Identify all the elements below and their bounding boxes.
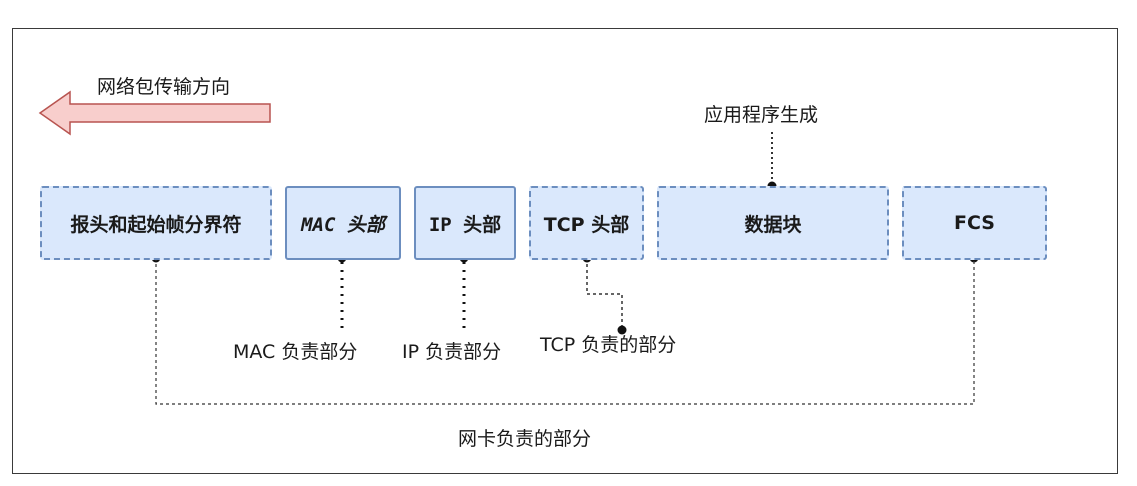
preamble-sfd-box: 报头和起始帧分界符 — [40, 186, 272, 260]
tcp-annotation: TCP 负责的部分 — [540, 334, 677, 356]
direction-label: 网络包传输方向 — [97, 76, 231, 98]
app-label: 应用程序生成 — [704, 104, 819, 126]
nic-connector — [155, 258, 975, 405]
data-block-box: 数据块 — [657, 186, 889, 260]
ip-annotation: IP 负责部分 — [402, 341, 502, 363]
nic-annotation: 网卡负责的部分 — [458, 428, 592, 450]
mac-annotation: MAC 负责部分 — [233, 341, 358, 363]
direction-arrow — [38, 90, 271, 136]
ip-header-box: IP 头部 — [414, 186, 516, 260]
tcp-header-box: TCP 头部 — [529, 186, 644, 260]
fcs-box: FCS — [902, 186, 1047, 260]
tcp-connector — [586, 258, 623, 330]
mac-header-box: MAC 头部 — [285, 186, 401, 260]
